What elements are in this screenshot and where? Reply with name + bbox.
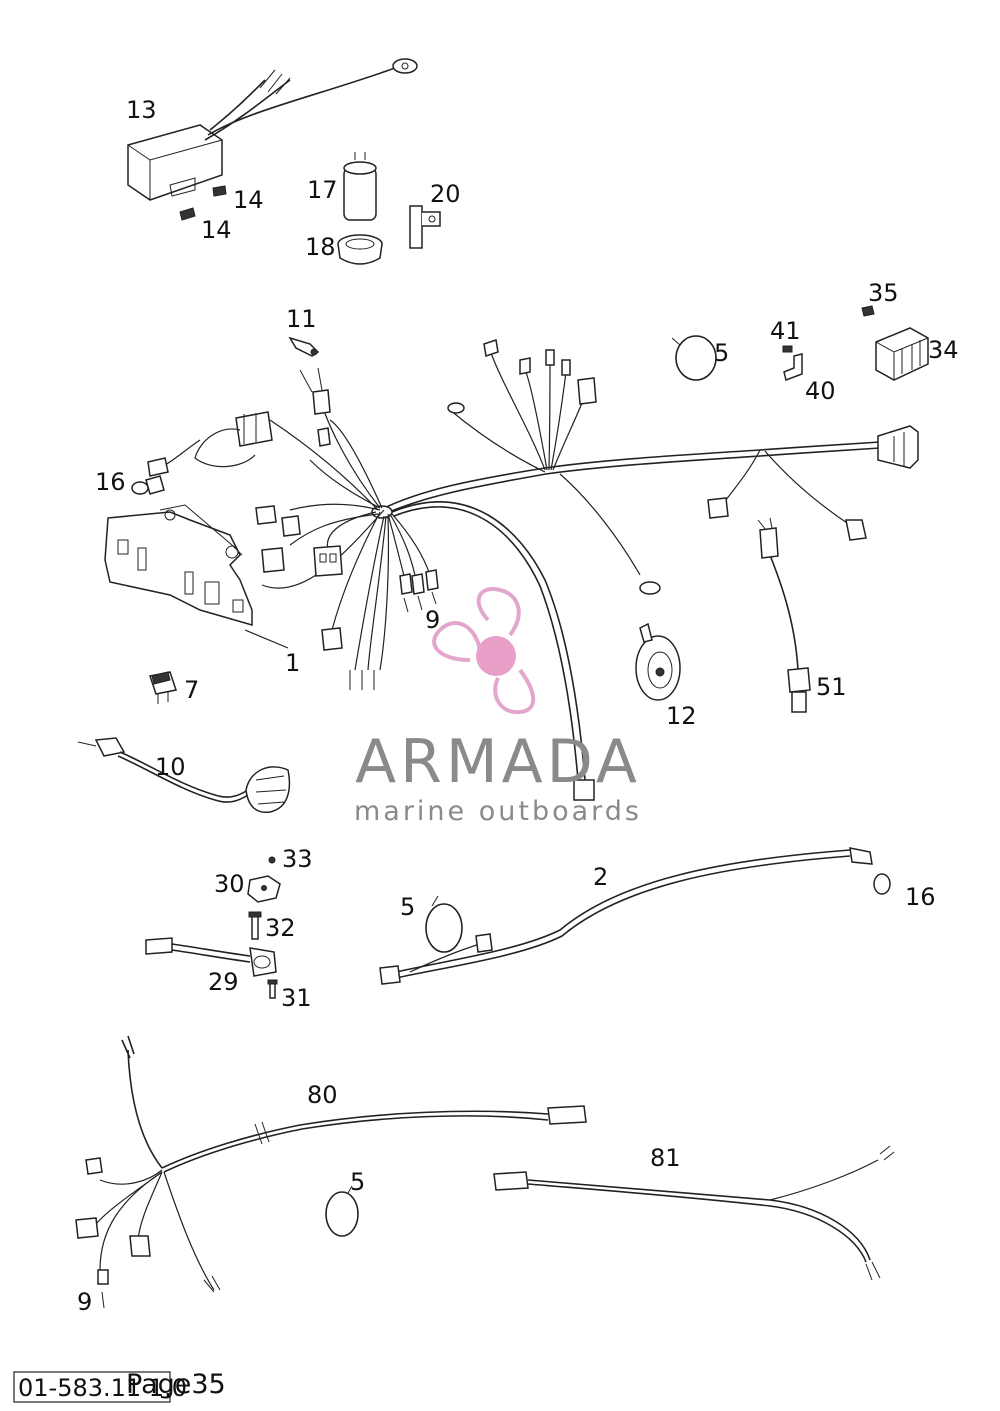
callout-5-lower: 5 xyxy=(350,1168,365,1196)
armada-watermark: ARMADA marine outboards xyxy=(354,587,642,827)
callout-12: 12 xyxy=(666,702,697,730)
part-33-nut xyxy=(268,856,276,864)
callout-18: 18 xyxy=(305,233,336,261)
callout-20: 20 xyxy=(430,180,461,208)
propeller-hub-icon xyxy=(476,636,516,676)
part-30-holder xyxy=(247,875,281,903)
callout-41: 41 xyxy=(770,317,801,345)
callout-33: 33 xyxy=(282,845,313,873)
part-34-regulator xyxy=(875,327,929,381)
footer-page-label: Page35 xyxy=(126,1369,226,1400)
callout-40: 40 xyxy=(805,377,836,405)
part-5-cable-clamp xyxy=(671,335,717,381)
part-10-handlebar-switch xyxy=(77,737,291,814)
part-16-bulb xyxy=(131,475,165,495)
part-41-screw xyxy=(782,345,793,353)
part-5-cable-clamp-lower xyxy=(325,1185,359,1237)
callout-16-upper: 16 xyxy=(95,468,126,496)
callout-32: 32 xyxy=(265,914,296,942)
part-11-connector xyxy=(288,336,320,357)
callout-29: 29 xyxy=(208,968,239,996)
watermark-brand: ARMADA xyxy=(355,727,641,797)
watermark-tagline: marine outboards xyxy=(354,796,642,827)
callout-2: 2 xyxy=(593,863,608,891)
callout-31: 31 xyxy=(281,984,312,1012)
part-17-capacitor xyxy=(343,152,377,221)
callout-34: 34 xyxy=(928,336,959,364)
part-1-main-harness xyxy=(104,339,919,801)
callout-5-upper: 5 xyxy=(714,339,729,367)
footer-code: 01-583.11 1.0 xyxy=(18,1374,187,1402)
callout-80: 80 xyxy=(307,1081,338,1109)
part-81-harness xyxy=(493,1145,895,1281)
footer: 01-583.11 1.0 Page35 xyxy=(13,1369,226,1403)
callout-9-lower: 9 xyxy=(77,1288,92,1316)
callout-16-lower: 16 xyxy=(905,883,936,911)
part-80-harness xyxy=(75,1035,587,1309)
callout-81: 81 xyxy=(650,1144,681,1172)
callout-7: 7 xyxy=(184,676,199,704)
callout-10: 10 xyxy=(155,753,186,781)
part-31-screw xyxy=(267,979,278,999)
part-14-screw xyxy=(179,185,227,221)
part-7-relay xyxy=(149,671,177,704)
part-29-switch xyxy=(145,937,277,977)
callout-11: 11 xyxy=(286,305,317,333)
part-51-temp-sensor xyxy=(757,517,811,713)
part-5-cable-clamp-middle xyxy=(425,895,463,953)
part-20-bracket xyxy=(409,205,441,249)
callout-14-lower: 14 xyxy=(201,216,232,244)
part-2-rear-harness xyxy=(379,847,891,985)
callout-1: 1 xyxy=(285,649,300,677)
propeller-logo-icon xyxy=(432,587,536,715)
part-13-cdi-unit xyxy=(127,58,418,201)
part-18-rubber-ring xyxy=(337,234,383,265)
part-35-screw xyxy=(861,305,875,317)
callout-5-middle: 5 xyxy=(400,893,415,921)
callout-14-upper: 14 xyxy=(233,186,264,214)
callout-13: 13 xyxy=(126,96,157,124)
part-40-bracket xyxy=(783,353,803,381)
callout-51: 51 xyxy=(816,673,847,701)
part-12-horn xyxy=(635,622,681,701)
callout-35: 35 xyxy=(868,279,899,307)
callout-17: 17 xyxy=(307,176,338,204)
callout-30: 30 xyxy=(214,870,245,898)
callout-9-upper: 9 xyxy=(425,606,440,634)
part-32-screw xyxy=(248,911,262,940)
